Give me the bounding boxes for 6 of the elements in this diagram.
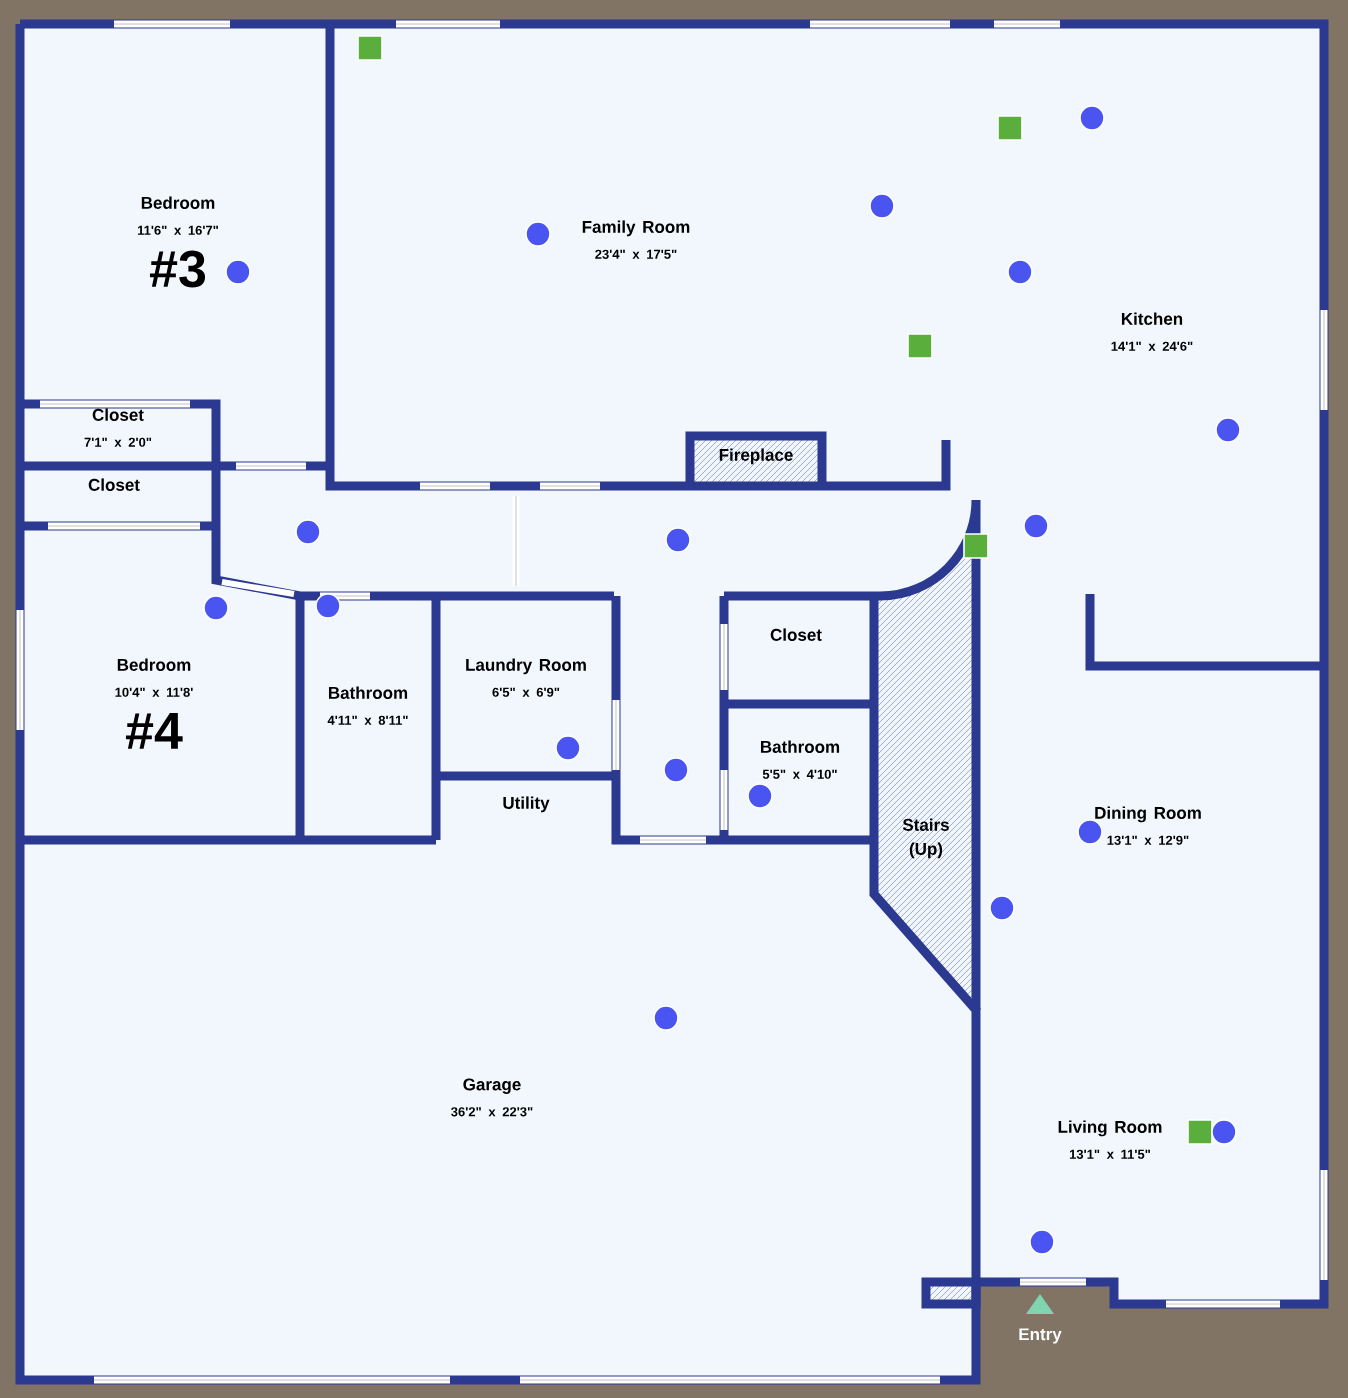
room-label: Stairs (Up)	[902, 818, 949, 859]
entry-label: Entry	[1019, 1328, 1062, 1344]
room-label: Closet	[770, 628, 822, 641]
room-label: Utility	[503, 796, 550, 813]
room-label: Fireplace	[719, 448, 793, 465]
room-label: Closet	[88, 478, 140, 491]
